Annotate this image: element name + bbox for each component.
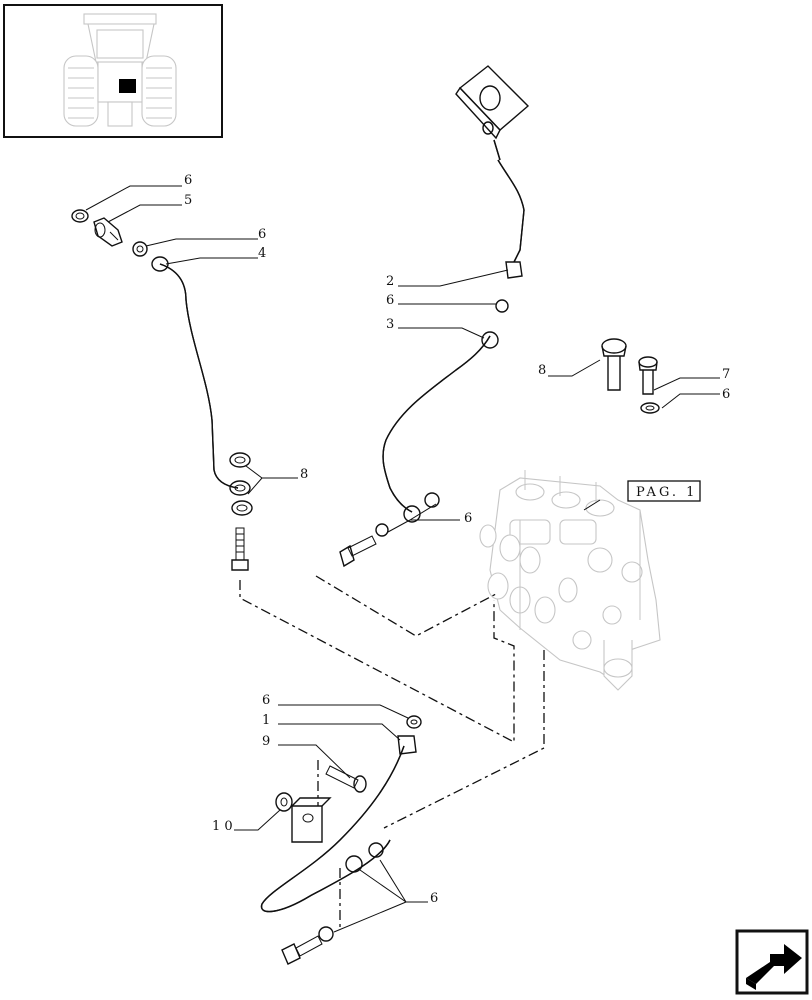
control-valve-ghost [479, 470, 661, 691]
callout-6: 6 [262, 693, 270, 708]
callout-6: 6 [258, 227, 266, 242]
pipe-1[interactable] [260, 735, 417, 913]
callout-3: 3 [386, 317, 394, 332]
pipe-2[interactable] [497, 159, 525, 279]
seal-washer-6e[interactable] [640, 402, 660, 414]
callout-6: 6 [722, 387, 730, 402]
callout-labels: 6 5 6 4 8 2 6 3 6 8 7 6 6 1 9 1 0 6 [184, 173, 730, 906]
callout-6: 6 [184, 173, 192, 188]
leader-lines [85, 185, 720, 933]
seal-washers-6g[interactable] [318, 842, 384, 942]
callout-6: 6 [464, 511, 472, 526]
seal-washers-6d[interactable] [375, 492, 440, 537]
seal-washer-6f[interactable] [406, 715, 422, 729]
callout-4: 4 [258, 246, 266, 261]
callout-10: 1 0 [212, 819, 233, 834]
banjo-bolt-right[interactable] [339, 535, 377, 568]
callout-7: 7 [722, 367, 730, 382]
washers-8a[interactable] [229, 452, 253, 516]
bracket-bolt-9[interactable] [325, 765, 367, 793]
callout-8: 8 [538, 363, 546, 378]
tractor-rear-view-icon [63, 13, 177, 127]
page-reference[interactable]: PAG. 1 [627, 480, 701, 502]
washer-10[interactable] [275, 792, 293, 812]
next-page-arrow-icon[interactable] [735, 929, 809, 995]
bolt-7[interactable] [638, 356, 658, 395]
callout-2: 2 [386, 274, 394, 289]
seal-washer-6b[interactable] [132, 241, 148, 257]
pipe-4[interactable] [151, 256, 239, 489]
bracket[interactable] [291, 797, 332, 843]
highlight-marker [119, 79, 136, 93]
banjo-bolt-left[interactable] [231, 527, 249, 571]
bolt-bottom[interactable] [281, 935, 323, 965]
tractor-thumbnail[interactable] [3, 4, 223, 138]
callout-9: 9 [262, 734, 270, 749]
callout-5: 5 [184, 193, 192, 208]
seal-washer-6c[interactable] [495, 299, 509, 313]
bolt-8[interactable] [601, 338, 627, 391]
union-5[interactable] [93, 217, 123, 247]
page-reference-label: PAG. 1 [636, 485, 697, 500]
callout-6: 6 [386, 293, 394, 308]
callout-1: 1 [262, 713, 270, 728]
assembly-lines [239, 575, 545, 930]
flange-2[interactable] [455, 65, 530, 161]
callout-6: 6 [430, 891, 438, 906]
callout-8: 8 [300, 467, 308, 482]
seal-washer-6a[interactable] [71, 209, 89, 223]
pipe-3[interactable] [382, 331, 499, 523]
